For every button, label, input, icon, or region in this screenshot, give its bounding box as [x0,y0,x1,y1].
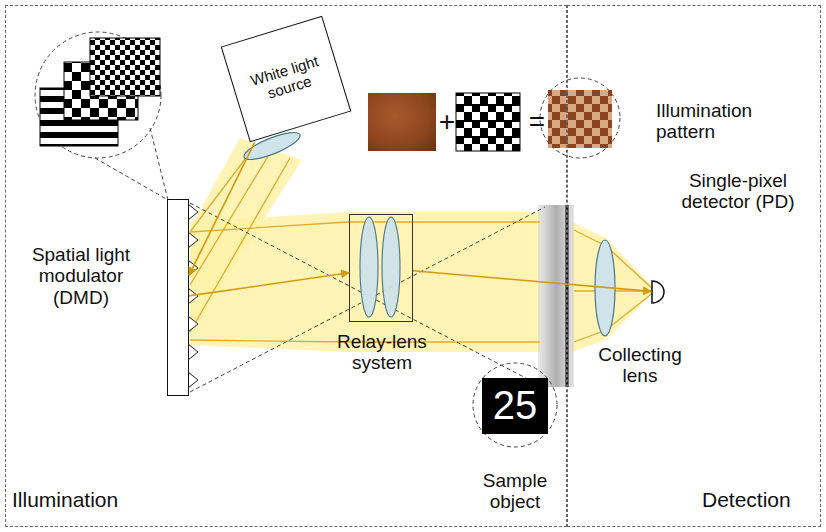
sample-digits: 25 [482,383,548,428]
light-source-box: White light source [221,16,352,143]
pattern-equation [368,78,620,158]
node-text: Spatial light modulator (DMD) [12,244,150,308]
relay-lenses [360,217,400,317]
lens-system-box: Relay-lens system [349,214,413,322]
equals-sign: = [526,106,548,137]
part-label: Sample object [470,470,560,513]
node-text: Relay-lens system [327,331,437,374]
dmd-mirrors [188,204,198,388]
part-label: Illumination pattern [656,100,786,143]
plus-sign: + [436,106,458,137]
light-path [413,271,651,292]
sample-slide [538,205,574,387]
node-text: Single-pixel detector (PD) [679,170,797,213]
detector-symbol: Single-pixel detector (PD) [651,280,665,304]
light-rays [190,150,654,342]
detector-shape [651,280,665,304]
node-text: White light source [222,16,353,143]
light-path [189,142,255,275]
node-text: Detection [702,488,817,512]
dmd-box: Spatial light modulator (DMD) [167,199,189,396]
panel-region: Detection Single-pixel detector (PD) [567,5,821,527]
node-text: Illumination [12,488,172,512]
sample-callout [473,363,557,447]
part-label: Collecting lens [588,344,692,387]
light-beam [190,138,656,352]
imaging-cone [190,203,545,392]
panel-region: Illumination White light sourceSpatial li… [5,5,567,527]
collecting-lens [595,240,615,336]
pattern-callout [35,32,168,200]
light-path [189,273,349,296]
